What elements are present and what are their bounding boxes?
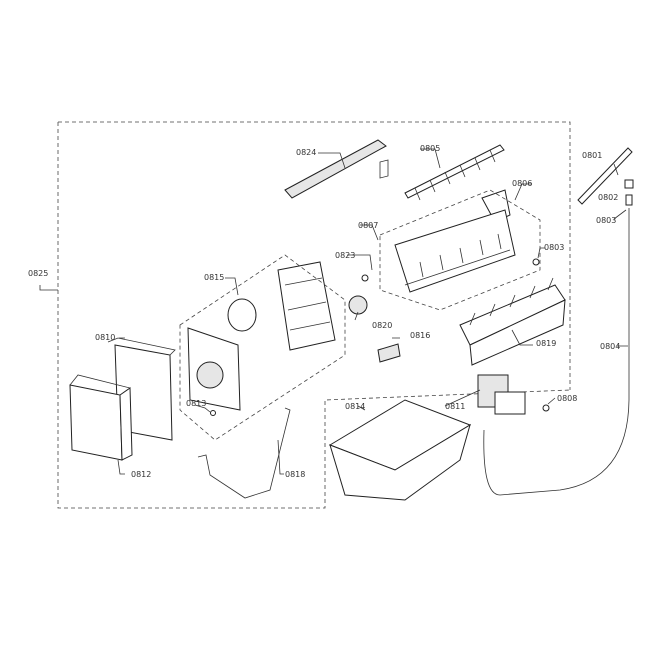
- part-0823-spring: [361, 274, 369, 282]
- part-0808-screw: [542, 404, 550, 412]
- label-0819: 0819: [536, 339, 556, 348]
- part-0803-sleeve: [625, 194, 633, 206]
- part-0813-screw: [210, 410, 216, 416]
- part-0819-cover: [459, 277, 566, 366]
- label-0804: 0804: [600, 342, 620, 351]
- label-0824: 0824: [296, 148, 316, 157]
- part-0801-fill-tube: [577, 147, 633, 205]
- part-0805-ejector: [404, 144, 505, 201]
- label-0818: 0818: [285, 470, 305, 479]
- part-0803-screw: [532, 258, 540, 266]
- part-0814-bucket: [328, 399, 472, 501]
- part-0811-valve: [477, 374, 526, 415]
- label-0825: 0825: [28, 269, 48, 278]
- label-0814: 0814: [345, 402, 365, 411]
- label-0806: 0806: [512, 179, 532, 188]
- label-0823: 0823: [335, 251, 355, 260]
- label-0812: 0812: [131, 470, 151, 479]
- label-0807: 0807: [358, 221, 378, 230]
- label-0805: 0805: [420, 144, 440, 153]
- part-control-housing: [227, 261, 336, 351]
- part-0804-water-line: [483, 208, 630, 496]
- part-0820-coupler: [348, 295, 368, 315]
- label-0813: 0813: [186, 399, 206, 408]
- label-0816: 0816: [410, 331, 430, 340]
- label-0820: 0820: [372, 321, 392, 330]
- part-0815-faceplate: [179, 254, 346, 441]
- label-0810: 0810: [95, 333, 115, 342]
- part-0816-clip: [377, 343, 401, 363]
- label-0803-fill: 0803: [596, 216, 616, 225]
- part-ice-mold: [379, 189, 541, 311]
- part-0824-rail: [284, 139, 389, 199]
- assembly-boundary: [57, 121, 571, 509]
- part-0812-housing: [69, 374, 133, 461]
- label-0801: 0801: [582, 151, 602, 160]
- label-0811: 0811: [445, 402, 465, 411]
- label-0815: 0815: [204, 273, 224, 282]
- label-0808: 0808: [557, 394, 577, 403]
- part-0802-grommet: [624, 179, 634, 189]
- label-0802: 0802: [598, 193, 618, 202]
- leader-lines: [39, 148, 628, 475]
- label-0803-screw: 0803: [544, 243, 564, 252]
- part-0818-arm: [197, 407, 291, 499]
